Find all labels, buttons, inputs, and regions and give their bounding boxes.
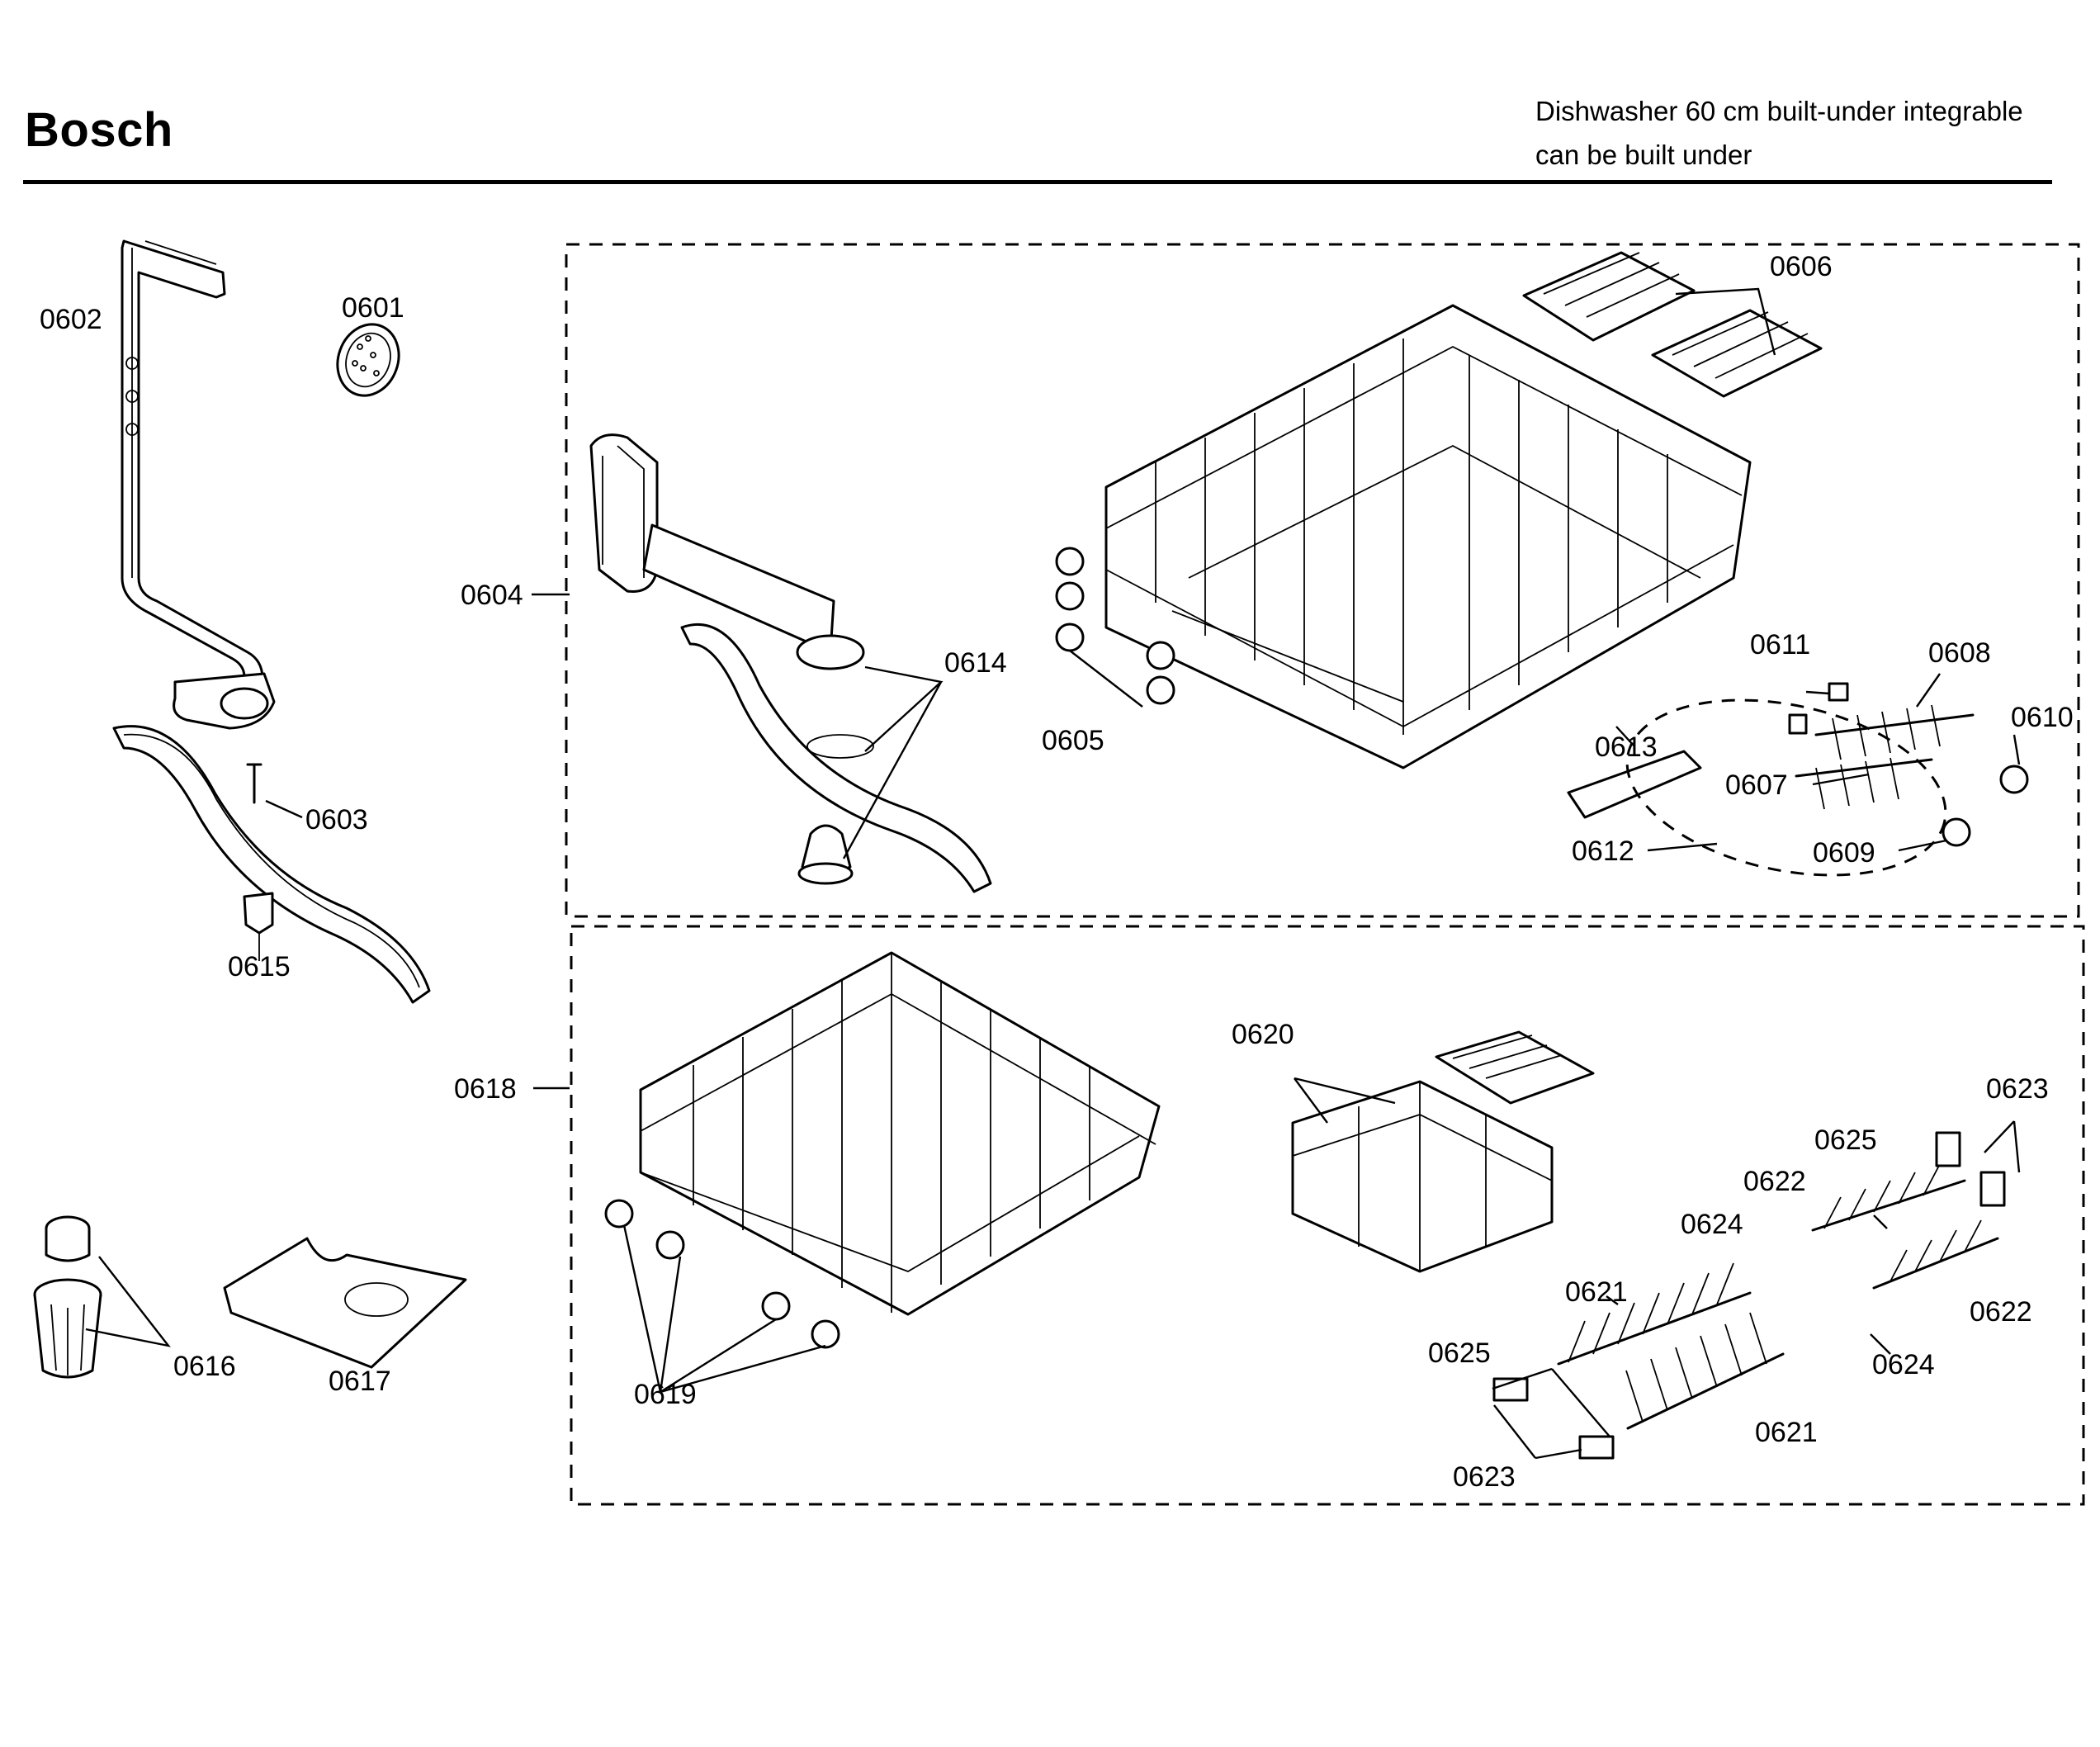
filter-drawing xyxy=(33,1215,102,1379)
label-0625-lower: 0625 xyxy=(1428,1337,1491,1369)
label-0620: 0620 xyxy=(1232,1019,1294,1050)
upper-basket-drawing xyxy=(1055,251,1823,819)
lower-basket-drawing xyxy=(604,951,1161,1349)
lower-spray-arm-drawing xyxy=(112,725,431,1004)
label-0616: 0616 xyxy=(173,1351,236,1382)
label-0602: 0602 xyxy=(40,304,102,335)
part-labels: 0601 0602 0603 0604 0605 0606 0607 0608 … xyxy=(40,251,2074,1493)
label-0615: 0615 xyxy=(228,951,291,982)
spray-cap-drawing xyxy=(336,323,400,397)
label-0605: 0605 xyxy=(1042,725,1104,756)
label-0622-upper: 0622 xyxy=(1743,1166,1806,1197)
upper-spray-arm-drawing xyxy=(589,433,992,893)
label-0614: 0614 xyxy=(944,647,1007,679)
description-line-1: Dishwasher 60 cm built-under integrable xyxy=(1535,96,2023,126)
cutlery-basket-drawing xyxy=(1291,1030,1595,1273)
label-0609: 0609 xyxy=(1813,837,1875,869)
label-0623-lower: 0623 xyxy=(1453,1461,1516,1493)
label-0617: 0617 xyxy=(329,1366,391,1397)
cover-plate-drawing xyxy=(223,1237,467,1369)
description-line-2: can be built under xyxy=(1535,140,1752,170)
model-description: Dishwasher 60 cm built-under integrable … xyxy=(1535,89,2023,177)
supply-pipe-drawing xyxy=(121,239,276,730)
label-0610: 0610 xyxy=(2011,702,2074,733)
label-0623-upper: 0623 xyxy=(1986,1073,2049,1105)
folding-tine-assembly-drawing xyxy=(1625,682,2029,877)
leader-lines xyxy=(85,287,2021,1460)
label-0619: 0619 xyxy=(634,1379,697,1410)
header-rule xyxy=(23,180,2052,184)
lower-basket-group-box xyxy=(570,925,2085,1506)
label-0625-upper: 0625 xyxy=(1814,1124,1877,1156)
label-0613: 0613 xyxy=(1595,731,1658,763)
label-0607: 0607 xyxy=(1725,769,1788,801)
label-0604: 0604 xyxy=(461,580,523,611)
label-0624-upper: 0624 xyxy=(1681,1209,1743,1240)
label-0612: 0612 xyxy=(1572,836,1634,867)
label-0606: 0606 xyxy=(1770,251,1833,282)
upper-basket-group-box xyxy=(565,243,2080,918)
label-0608: 0608 xyxy=(1928,637,1991,669)
label-0621-upper: 0621 xyxy=(1565,1276,1628,1308)
screw-drawing xyxy=(246,763,262,804)
label-0624-lower: 0624 xyxy=(1872,1349,1935,1380)
label-0603: 0603 xyxy=(305,804,368,836)
tine-rows-drawing xyxy=(1492,1131,2006,1460)
label-0622-lower: 0622 xyxy=(1970,1296,2032,1328)
label-0611: 0611 xyxy=(1750,629,1810,660)
label-0618: 0618 xyxy=(454,1073,517,1105)
label-0621-lower: 0621 xyxy=(1755,1417,1818,1448)
label-0601: 0601 xyxy=(342,292,404,324)
brand-title: Bosch xyxy=(25,103,173,157)
